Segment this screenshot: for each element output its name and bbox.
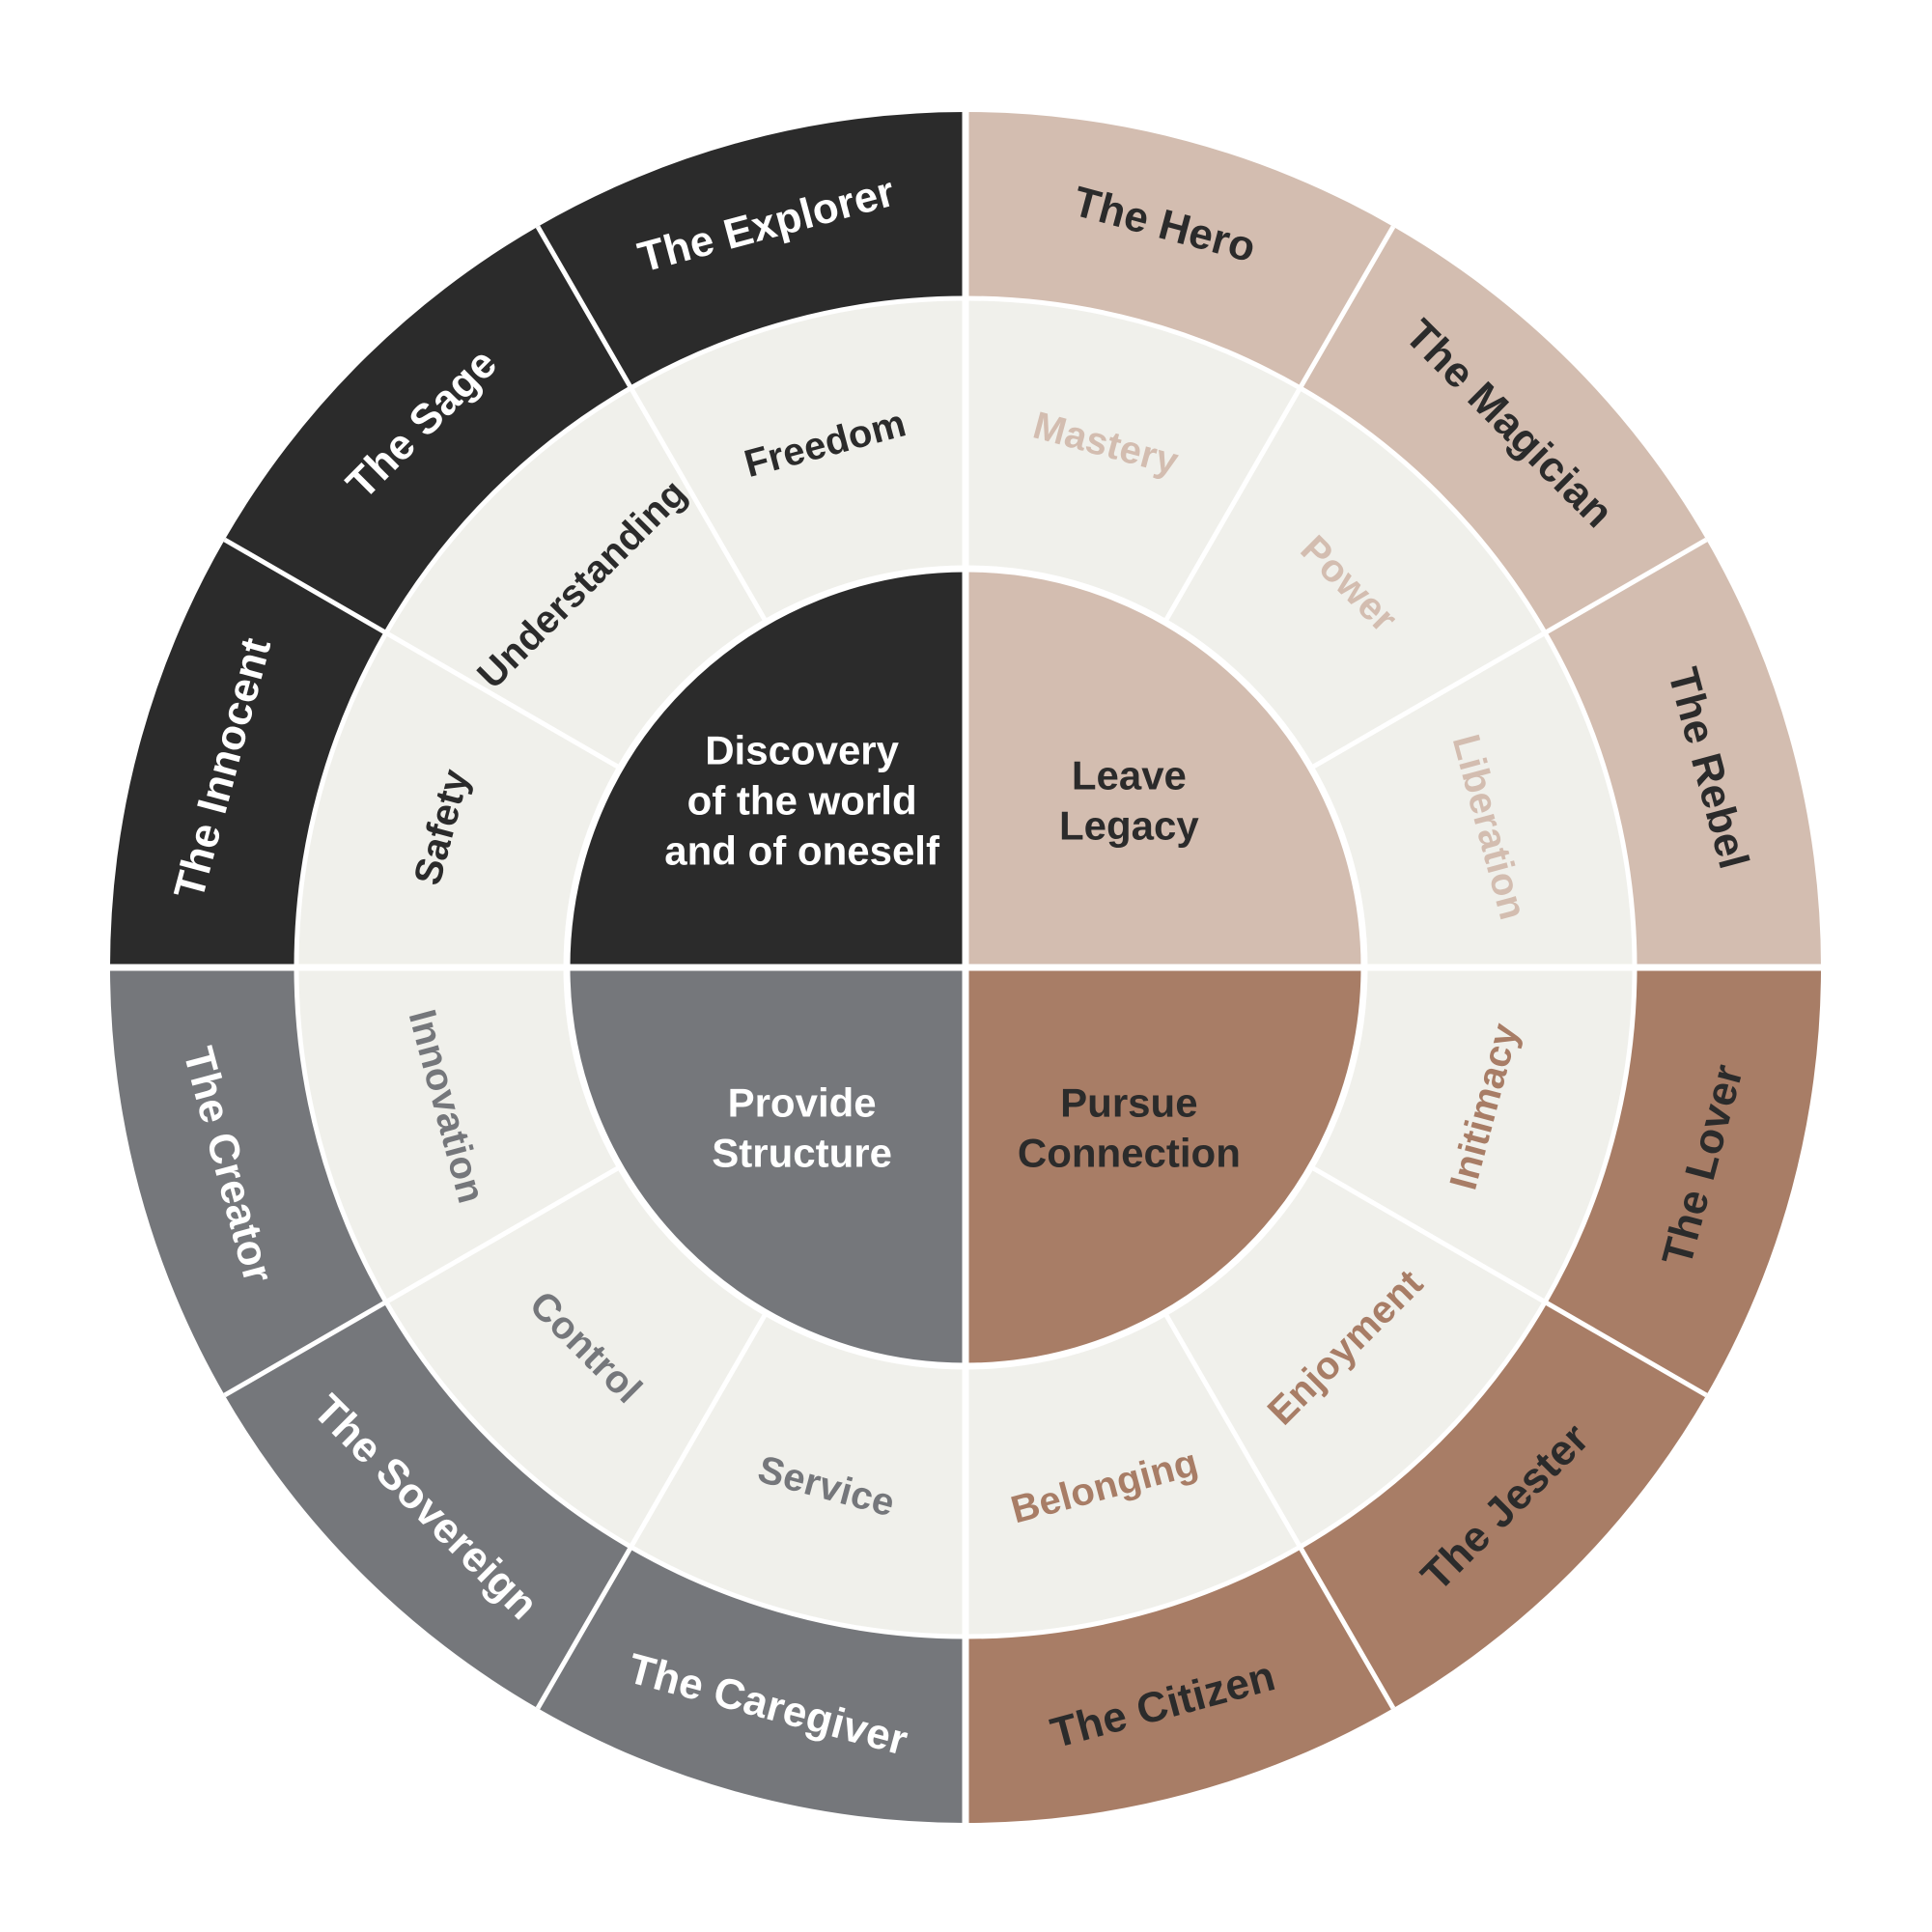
core-wedge-discovery[interactable] [567,569,966,967]
ring-boundary-arc [383,1301,632,1550]
core-label-legacy-line-1: Legacy [1059,803,1199,849]
divider-group [110,112,1821,1823]
middle-ring-discovery [296,298,966,967]
ring-boundary-arc [630,295,966,391]
core-label-discovery-line-1: of the world [687,778,917,824]
outer-segment-legacy-2[interactable] [966,112,1393,388]
core-boundary-ring [563,565,1368,1370]
outer-segment-structure-0[interactable] [110,967,386,1395]
segment-divider [223,1164,622,1398]
outer-segment-discovery-2[interactable] [110,540,386,967]
middle-ring-structure [296,967,966,1637]
segment-divider [1309,1164,1708,1398]
outer-segment-connection-2[interactable] [1545,967,1821,1395]
ring-boundary-arc [1299,385,1548,634]
core-label-discovery-line-2: and of oneself [664,828,940,874]
segment-divider [1162,225,1396,624]
core-wedge-connection[interactable] [966,967,1364,1366]
segment-divider [1162,1311,1396,1710]
segment-divider [1309,537,1708,770]
outer-segment-structure-1[interactable] [224,1302,631,1709]
middle-ring-connection [966,967,1635,1637]
ring-boundary-arc [630,1544,966,1639]
segment-divider [535,1311,769,1710]
outer-segment-discovery-0[interactable] [538,112,966,388]
core-label-connection-line-0: Pursue [1060,1079,1197,1125]
core-label-discovery-line-0: Discovery [705,728,899,773]
core-label-legacy-line-0: Leave [1072,753,1187,798]
core-label-connection-line-1: Connection [1018,1130,1241,1175]
middle-ring-group [296,298,1635,1637]
core-wedge-legacy[interactable] [966,569,1364,967]
segment-divider [535,225,769,624]
ring-boundary-arc [1542,966,1638,1303]
ring-boundary-arc [294,966,389,1303]
outer-segment-connection-0[interactable] [966,1547,1393,1823]
ring-boundary-arc [294,631,389,968]
outer-segment-legacy-0[interactable] [1545,540,1821,967]
outer-segment-connection-1[interactable] [1300,1302,1707,1709]
ring-boundary-arc [383,385,632,634]
outer-segment-structure-2[interactable] [538,1547,966,1823]
core-label-structure-line-1: Structure [712,1130,892,1175]
core-wedge-structure[interactable] [567,967,966,1366]
core-group [567,569,1364,1366]
segment-divider [223,537,622,770]
ring-boundary-arc [965,1544,1302,1639]
outer-segment-legacy-1[interactable] [1300,226,1707,633]
middle-ring-legacy [966,298,1635,967]
ring-boundary-arc [965,295,1302,391]
outer-segment-discovery-1[interactable] [224,226,631,633]
ring-boundary-arc [1542,631,1638,968]
ring-boundary-arc [1299,1301,1548,1550]
core-label-structure-line-0: Provide [728,1079,877,1125]
outer-ring-group [110,112,1821,1823]
